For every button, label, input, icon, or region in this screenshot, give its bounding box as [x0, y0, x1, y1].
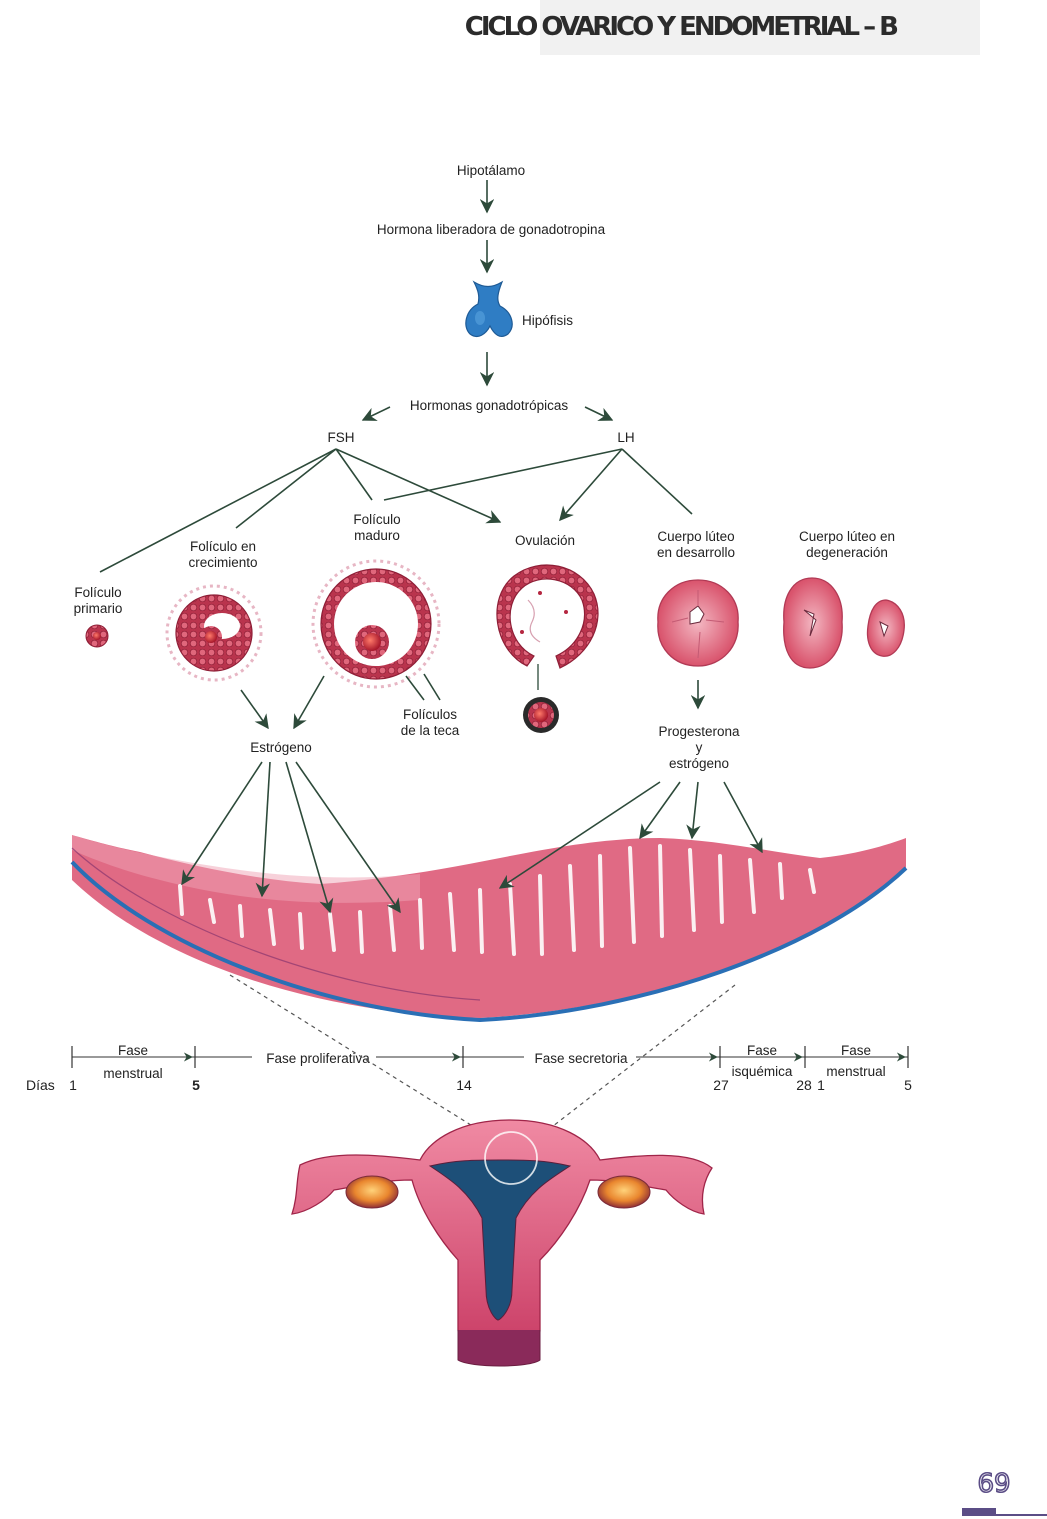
header-box: CICLO OVARICO Y ENDOMETRIAL – B [465, 0, 980, 55]
gonadotropins-label: Hormonas gonadotrópicas [410, 398, 569, 413]
uterus-illustration [291, 1119, 713, 1367]
gnrh-label: Hormona liberadora de gonadotropina [377, 222, 606, 237]
endometrium-section [70, 835, 908, 1023]
progesterone-arrows [498, 781, 763, 889]
footer-accent-line [996, 1514, 1047, 1516]
primary-follicle-label-2: primario [74, 601, 123, 616]
growing-follicle-icon [165, 584, 263, 682]
arrow-to-lh [584, 406, 614, 421]
pituitary-label: Hipófisis [522, 313, 573, 328]
ischemic-phase-label-b: isquémica [732, 1064, 793, 1079]
primary-follicle-label-1: Folículo [74, 585, 121, 600]
day-28-label: 28 [796, 1077, 812, 1093]
footer-accent-bar [962, 1508, 996, 1516]
fsh-connectors [99, 448, 502, 573]
fsh-label: FSH [328, 430, 355, 445]
arrow-growing-estrogen [240, 689, 269, 730]
growing-follicle-label-2: crecimiento [188, 555, 257, 570]
mature-follicle-label-1: Folículo [353, 512, 400, 527]
secretory-phase-label: Fase secretoria [534, 1051, 628, 1066]
corpus-luteum-deg-label-2: degeneración [806, 545, 888, 560]
arrow-to-fsh [361, 406, 391, 421]
page-number-logo: 69 [977, 1468, 1012, 1500]
days-label: Días [26, 1077, 55, 1093]
zoom-guide-lines [229, 974, 736, 1141]
mature-follicle-label-2: maduro [354, 528, 400, 543]
day-5-label: 5 [192, 1077, 200, 1093]
estrogen-arrows [181, 761, 401, 914]
arrow-mature-estrogen [293, 675, 325, 730]
progesterone-label-1: Progesterona [658, 724, 740, 739]
cycle-timeline [71, 1046, 909, 1068]
day-1b-label: 1 [817, 1077, 825, 1093]
day-1-label: 1 [69, 1077, 77, 1093]
menstrual-phase-1-label-b: menstrual [103, 1066, 162, 1081]
theca-label-1: Folículos [403, 707, 457, 722]
primary-follicle-icon [85, 624, 109, 648]
ovulating-follicle-icon [496, 564, 599, 733]
day-14-label: 14 [456, 1077, 472, 1093]
estrogen-label: Estrógeno [250, 740, 312, 755]
menstrual-phase-1-label-a: Fase [118, 1043, 148, 1058]
corpus-luteum-degenerating-icon [783, 577, 905, 669]
proliferative-phase-label: Fase proliferativa [266, 1051, 370, 1066]
theca-pointer-2 [423, 673, 441, 701]
page-title: CICLO OVARICO Y ENDOMETRIAL – B [464, 12, 899, 42]
lh-label: LH [617, 430, 634, 445]
corpus-luteum-deg-label-1: Cuerpo lúteo en [799, 529, 895, 544]
progesterone-label-3: estrógeno [669, 756, 729, 771]
ischemic-phase-label-a: Fase [747, 1043, 777, 1058]
menstrual-phase-2-label-b: menstrual [826, 1064, 885, 1079]
day-5b-label: 5 [904, 1077, 912, 1093]
menstrual-phase-2-label-a: Fase [841, 1043, 871, 1058]
lh-connectors [383, 448, 693, 522]
mature-follicle-icon [311, 559, 441, 689]
hypothalamus-label: Hipotálamo [457, 163, 525, 178]
corpus-luteum-dev-label-1: Cuerpo lúteo [657, 529, 734, 544]
pituitary-gland-icon [465, 280, 513, 338]
svg-text:69: 69 [977, 1469, 1010, 1499]
ovulation-label: Ovulación [515, 533, 575, 548]
corpus-luteum-dev-label-2: en desarrollo [657, 545, 735, 560]
theca-pointer-1 [405, 675, 425, 701]
progesterone-label-2: y [696, 740, 703, 755]
theca-label-2: de la teca [401, 723, 460, 738]
corpus-luteum-developing-icon [657, 579, 739, 667]
day-27-label: 27 [713, 1077, 729, 1093]
growing-follicle-label-1: Folículo en [190, 539, 256, 554]
